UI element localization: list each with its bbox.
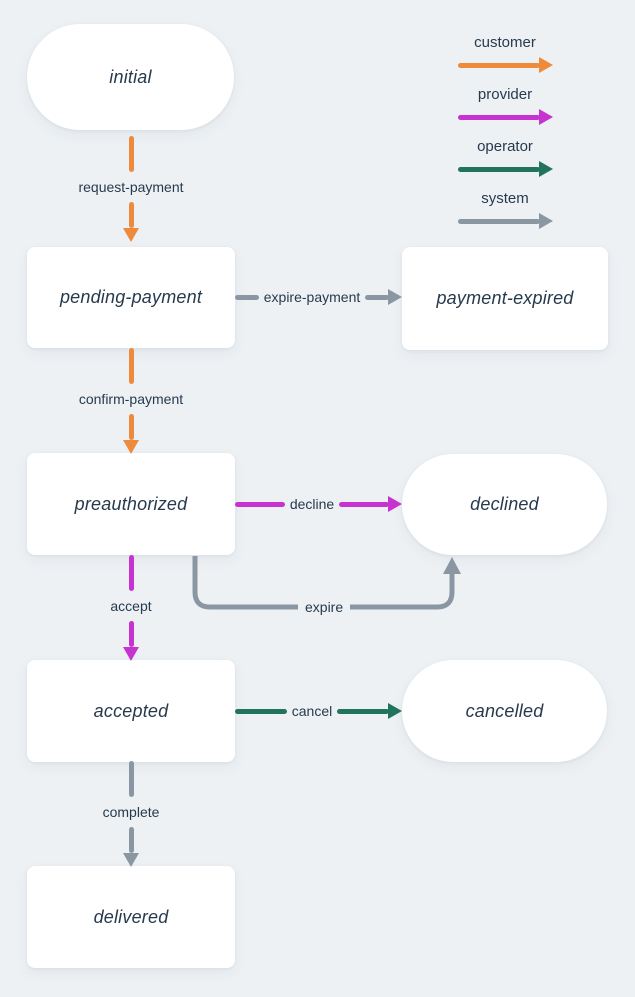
arrow-line (128, 135, 134, 172)
legend-item-system: system (445, 188, 565, 229)
arrow-head-icon (538, 213, 553, 229)
arrow-line (457, 114, 540, 120)
arrow-head-icon (388, 703, 402, 719)
arrow-line (128, 413, 134, 440)
arrow-head-icon (538, 109, 553, 125)
state-label: payment-expired (436, 288, 574, 308)
transition-label: confirm-payment (78, 390, 184, 407)
state-label: accepted (93, 700, 169, 721)
transition-accept[interactable]: accept (27, 554, 235, 661)
transition-cancel[interactable]: cancel (235, 701, 402, 721)
state-label: delivered (93, 906, 169, 927)
arrow-line (339, 501, 389, 507)
arrow-line (235, 501, 285, 507)
state-cancelled[interactable]: cancelled (402, 660, 607, 762)
operator-arrow-icon (457, 161, 553, 177)
transition-label: decline (289, 496, 335, 512)
arrow-head-icon (123, 646, 139, 661)
state-label: declined (470, 494, 539, 514)
arrow-line (235, 708, 287, 714)
arrow-line (128, 620, 134, 647)
legend-item-provider: provider (445, 84, 565, 125)
arrow-head-icon (123, 853, 139, 867)
transition-expire-payment[interactable]: expire-payment (235, 287, 402, 307)
arrow-head-icon (123, 439, 139, 454)
arrow-line (457, 166, 540, 172)
provider-arrow-icon (457, 109, 553, 125)
arrow-head-icon (538, 161, 553, 177)
transition-confirm-payment[interactable]: confirm-payment (27, 347, 235, 454)
transition-expire[interactable]: expire (180, 556, 470, 620)
state-label: preauthorized (74, 493, 188, 514)
transition-label: expire-payment (263, 289, 361, 305)
legend-label-provider: provider (477, 86, 533, 103)
state-accepted[interactable]: accepted (27, 660, 235, 762)
state-initial[interactable]: initial (27, 24, 234, 130)
legend-label-customer: customer (474, 34, 536, 51)
state-label: pending-payment (59, 287, 203, 307)
transition-label: expire (298, 597, 351, 617)
state-payment-expired[interactable]: payment-expired (402, 247, 608, 350)
system-arrow-icon (457, 213, 553, 229)
state-delivered[interactable]: delivered (27, 866, 235, 968)
legend-item-operator: operator (445, 136, 565, 177)
legend-item-customer: customer (445, 32, 565, 73)
state-label: initial (109, 66, 152, 87)
transition-complete[interactable]: complete (27, 761, 235, 867)
arrow-head-icon (388, 289, 402, 305)
state-pending-payment[interactable]: pending-payment (27, 247, 235, 348)
arrow-head-icon (388, 496, 402, 512)
legend-label-operator: operator (477, 138, 533, 155)
arrow-line (128, 827, 134, 853)
legend-label-system: system (481, 190, 529, 207)
arrow-head-icon (538, 57, 553, 73)
transition-label: cancel (291, 703, 333, 719)
legend: customer provider operator system (445, 32, 565, 240)
transition-request-payment[interactable]: request-payment (27, 130, 235, 247)
arrow-line (457, 62, 540, 68)
arrow-line (337, 708, 389, 714)
arrow-line (457, 218, 540, 224)
state-declined[interactable]: declined (402, 454, 607, 555)
arrow-line (235, 294, 259, 300)
transition-label: request-payment (78, 178, 184, 195)
state-preauthorized[interactable]: preauthorized (27, 453, 235, 555)
arrow-line (128, 554, 134, 591)
state-label: cancelled (465, 700, 544, 721)
customer-arrow-icon (457, 57, 553, 73)
transition-label: complete (102, 804, 160, 820)
arrow-line (128, 201, 134, 228)
arrow-line (365, 294, 389, 300)
arrow-head-icon (123, 227, 139, 242)
arrow-line (128, 761, 134, 797)
arrow-line (128, 347, 134, 384)
transition-decline[interactable]: decline (235, 494, 402, 514)
transition-label: accept (110, 597, 152, 614)
